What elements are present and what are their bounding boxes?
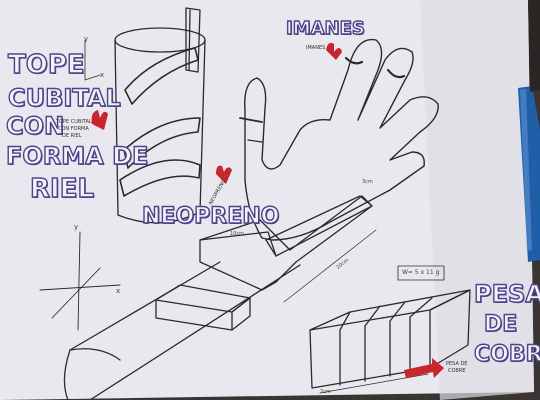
axis-y-small-label: y: [84, 36, 88, 43]
heading-imanes: IMANES: [286, 20, 365, 38]
heading-tope-line-3: CON: [6, 114, 64, 138]
formula-label: W= 5 x 11 g: [402, 270, 439, 276]
note-pesa-2: COBRE: [448, 369, 466, 374]
axis-x-label: x: [116, 288, 120, 295]
axis-x-small-label: x: [100, 72, 104, 79]
heading-neopreno: NEOPRENO: [142, 206, 279, 228]
heading-tope-line-1: TOPE: [8, 52, 85, 78]
heading-tope-line-2: CUBITAL: [8, 86, 121, 110]
dim-weight-label: 3cm: [362, 180, 373, 185]
note-pesa-1: PESA DE: [446, 362, 467, 367]
paper-shadow: [420, 0, 534, 400]
dim-forearm-label: 10cm: [230, 232, 244, 237]
note-tope-1: TOPE CUBITAL: [56, 120, 92, 125]
heading-tope-line-4: FORMA DE: [6, 144, 148, 168]
note-tope-2: CON FORMA: [58, 127, 89, 132]
heading-pesa-line-3: COBRE: [474, 344, 540, 366]
heading-pesa-line-2: DE: [484, 314, 517, 336]
dim-small-label: 2cm: [320, 390, 331, 395]
heading-pesa-line-1: PESA: [474, 282, 540, 306]
heading-tope-line-5: RIEL: [30, 176, 94, 202]
note-tope-3: DE RIEL: [62, 134, 82, 139]
note-imanes: IMANES: [306, 46, 325, 51]
axis-y-label: y: [74, 224, 78, 231]
